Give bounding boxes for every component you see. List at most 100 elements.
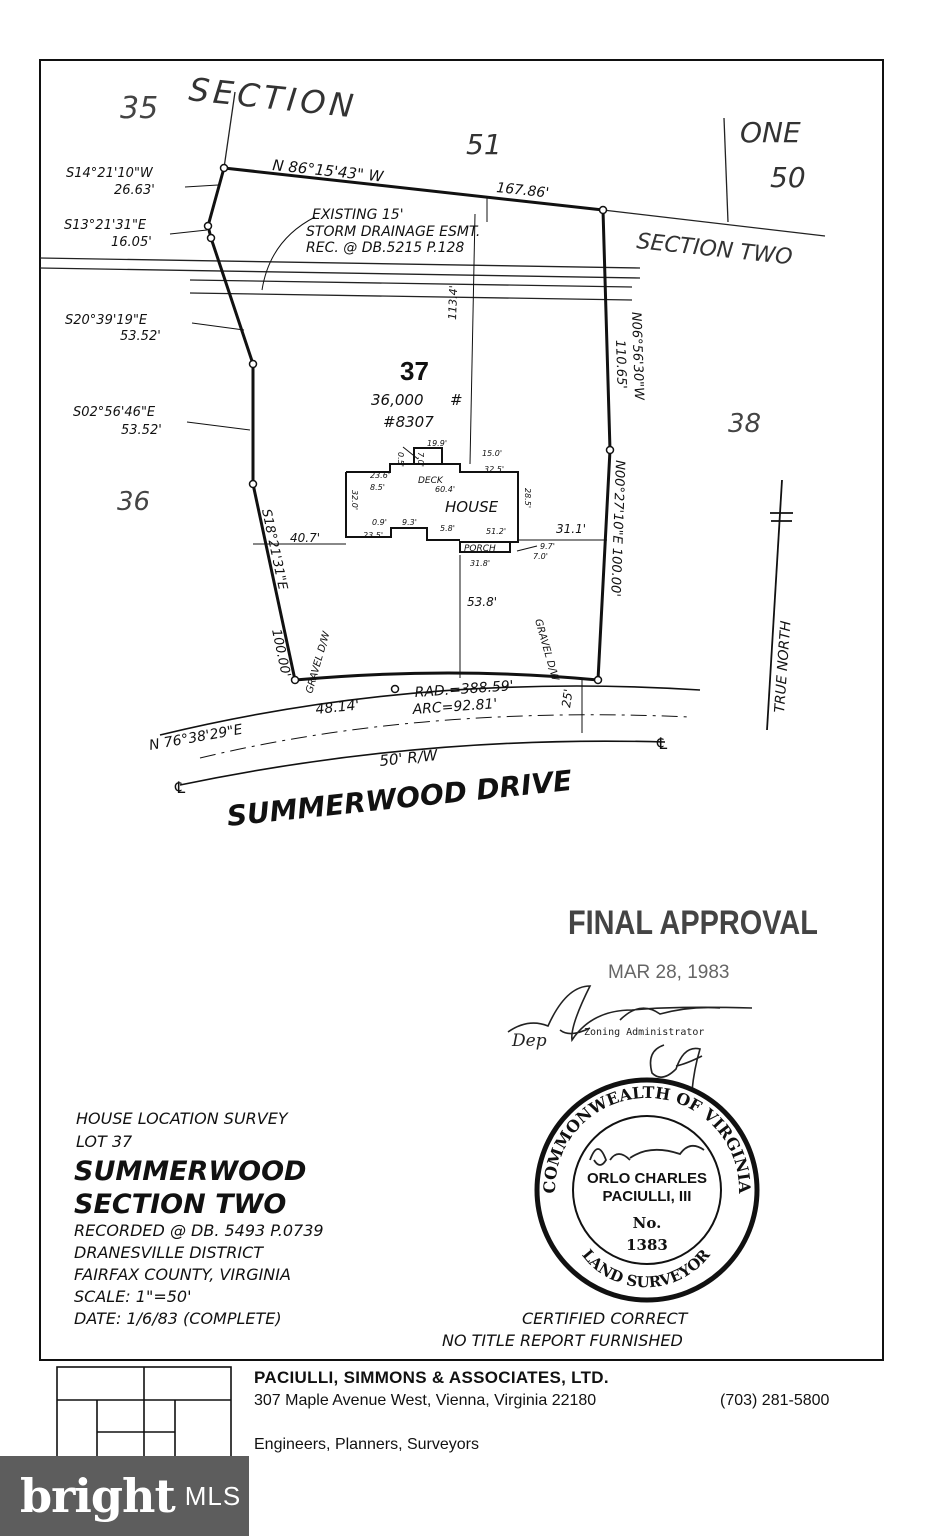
section-two-label: SECTION TWO bbox=[635, 229, 793, 270]
dim-23-6: 23.6' bbox=[370, 471, 390, 480]
dim-31-8: 31.8' bbox=[470, 559, 490, 568]
dim-7-0a: 7.0' bbox=[416, 452, 425, 467]
section-one-word: SECTION bbox=[187, 70, 359, 125]
firm-services: Engineers, Planners, Surveyors bbox=[254, 1436, 479, 1453]
zoning-signature bbox=[507, 985, 753, 1043]
street-right-of-way bbox=[159, 685, 701, 786]
street-name: SUMMERWOOD DRIVE bbox=[225, 764, 573, 833]
seal-no-label: No. bbox=[633, 1214, 662, 1232]
svg-text:℄: ℄ bbox=[174, 778, 186, 797]
bearing-1: S14°21'10"W bbox=[66, 166, 154, 181]
approval-date: MAR 28, 1983 bbox=[608, 962, 729, 983]
final-approval-title: FINAL APPROVAL bbox=[568, 903, 818, 942]
survey-type: HOUSE LOCATION SURVEY bbox=[76, 1109, 289, 1128]
centerline-icon: ℄ ℄ bbox=[174, 734, 668, 797]
signer-prefix: Dep bbox=[511, 1031, 547, 1051]
dim-15-0: 15.0' bbox=[482, 449, 502, 458]
east-lower-bearing: N00°27'10"E 100.00' bbox=[607, 460, 627, 597]
bright-mls-watermark: bright MLS bbox=[0, 1456, 249, 1536]
deck-label: DECK bbox=[418, 476, 444, 486]
seal-name-2: PACIULLI, III bbox=[603, 1188, 692, 1205]
boundary-corner-markers bbox=[203, 163, 615, 694]
right-offset: 31.1' bbox=[556, 522, 586, 536]
dim-9-3: 9.3' bbox=[402, 518, 417, 527]
dim-51-2: 51.2' bbox=[486, 527, 506, 536]
curve-arc: ARC=92.81' bbox=[411, 696, 498, 718]
dim-7-0b: 7.0' bbox=[533, 552, 548, 561]
seal-name-1: ORLO CHARLES bbox=[587, 1170, 707, 1187]
dimension-lines bbox=[169, 184, 607, 733]
right-of-way-width: 50' R/W bbox=[379, 746, 440, 770]
lot-number: 37 bbox=[400, 356, 429, 386]
watermark-brand: bright bbox=[20, 1469, 176, 1523]
firm-name: PACIULLI, SIMMONS & ASSOCIATES, LTD. bbox=[254, 1368, 609, 1387]
dim-9-7: 9.7' bbox=[540, 542, 555, 551]
seal-signature bbox=[589, 1144, 705, 1166]
firm-logo-icon bbox=[56, 1366, 232, 1458]
scale: SCALE: 1"=50' bbox=[74, 1287, 191, 1306]
adjacent-lot-38: 38 bbox=[728, 409, 761, 439]
front-offset: 53.8' bbox=[467, 595, 497, 609]
curve-radius: RAD.=388.59' bbox=[414, 678, 514, 701]
section-one-one: ONE bbox=[740, 116, 801, 149]
dim-8-5: 8.5' bbox=[370, 483, 385, 492]
east-upper-distance: 110.65' bbox=[612, 340, 629, 390]
dim-23-5: 23.5' bbox=[363, 531, 383, 540]
easement-line-3: REC. @ DB.5215 P.128 bbox=[306, 240, 464, 256]
watermark-suffix: MLS bbox=[184, 1480, 242, 1511]
section-one-50: 50 bbox=[770, 161, 806, 194]
porch-label: PORCH bbox=[464, 544, 496, 554]
house-label: HOUSE bbox=[445, 498, 499, 516]
north-arrow-icon bbox=[766, 479, 793, 731]
dim-5-8: 5.8' bbox=[440, 524, 455, 533]
easement-line-1: EXISTING 15' bbox=[312, 207, 404, 223]
seal-number: 1383 bbox=[626, 1236, 668, 1254]
north-line-distance: 167.86' bbox=[496, 180, 550, 201]
true-north-label: TRUE NORTH bbox=[772, 620, 794, 713]
gravel-driveway-right: GRAVEL D/W bbox=[532, 618, 560, 684]
svg-text:℄: ℄ bbox=[656, 734, 668, 753]
bearing-1-dist: 26.63' bbox=[114, 183, 155, 198]
initials-signature bbox=[649, 1044, 703, 1092]
lot-area-suffix: # bbox=[450, 391, 463, 409]
dim-19-9: 19.9' bbox=[427, 439, 447, 448]
bearing-2-dist: 16.05' bbox=[111, 235, 152, 250]
dim-28-5: 28.5' bbox=[523, 488, 532, 508]
front-distance: 48.14' bbox=[315, 697, 360, 718]
adjacent-lot-51: 51 bbox=[466, 128, 502, 161]
dim-32-0: 32.0' bbox=[350, 490, 359, 510]
recording-info: RECORDED @ DB. 5493 P.0739 bbox=[74, 1221, 324, 1240]
left-offset: 40.7' bbox=[290, 531, 320, 545]
firm-phone: (703) 281-5800 bbox=[720, 1392, 830, 1409]
dim-60-4: 60.4' bbox=[435, 485, 455, 494]
dim-0-9: 0.9' bbox=[372, 518, 387, 527]
street-offset: 25' bbox=[559, 688, 575, 708]
district: DRANESVILLE DISTRICT bbox=[74, 1243, 264, 1262]
bearing-4-dist: 53.52' bbox=[121, 423, 162, 438]
certified-correct: CERTIFIED CORRECT bbox=[522, 1309, 689, 1328]
rear-offset: 113.4' bbox=[446, 285, 460, 320]
dim-0-5: 0.5' bbox=[396, 452, 405, 467]
bearing-5: S18°21'31"E bbox=[258, 508, 290, 592]
easement-line-2: STORM DRAINAGE ESMT. bbox=[306, 224, 480, 240]
zoning-administrator-label: Zoning Administrator bbox=[584, 1027, 704, 1038]
bearing-4: S02°56'46"E bbox=[73, 405, 156, 420]
firm-address: 307 Maple Avenue West, Vienna, Virginia … bbox=[254, 1392, 597, 1409]
no-title-report: NO TITLE REPORT FURNISHED bbox=[442, 1331, 683, 1350]
subdivision-title-2: SECTION TWO bbox=[74, 1189, 286, 1220]
survey-lot: LOT 37 bbox=[76, 1132, 133, 1151]
lot-area: 36,000 bbox=[371, 391, 424, 409]
surveyor-seal: COMMONWEALTH OF VIRGINIA LAND SURVEYOR O… bbox=[534, 1077, 760, 1303]
bearing-3-dist: 53.52' bbox=[120, 329, 161, 344]
east-upper-bearing: N06°56'30"W bbox=[628, 312, 646, 402]
north-line-bearing: N 86°15'43" W bbox=[272, 156, 386, 186]
dim-32-5: 32.5' bbox=[484, 465, 504, 474]
adjacent-number-35: 35 bbox=[120, 91, 158, 126]
bearing-2: S13°21'31"E bbox=[64, 218, 147, 233]
bearing-3: S20°39'19"E bbox=[65, 313, 148, 328]
house-number: #8307 bbox=[383, 413, 434, 431]
adjacent-lot-36: 36 bbox=[117, 487, 150, 517]
gravel-driveway-left: GRAVEL D/W bbox=[304, 629, 332, 695]
survey-date: DATE: 1/6/83 (COMPLETE) bbox=[74, 1309, 282, 1328]
